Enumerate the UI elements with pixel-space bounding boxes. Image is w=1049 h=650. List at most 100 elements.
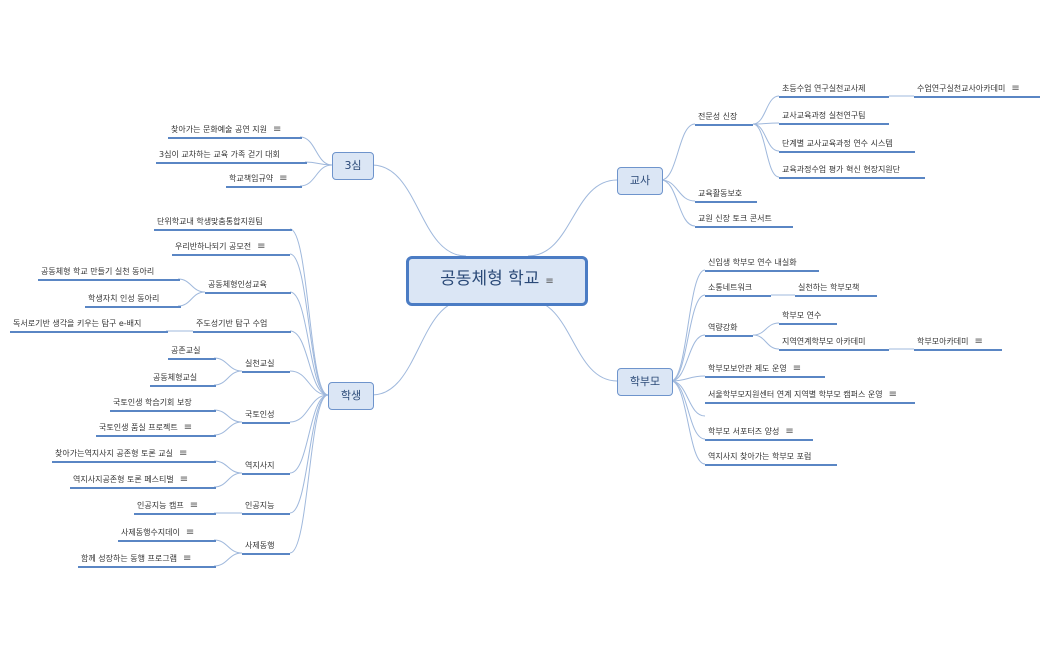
leaf-label: 국토인생 품실 프로젝트	[99, 423, 178, 432]
branch-3sim-label: 3심	[344, 159, 362, 172]
leaf-support-team-student[interactable]: 단위학교내 학생맞춤통합지원팀	[154, 216, 292, 231]
notes-icon[interactable]: ≡	[189, 500, 199, 511]
leaf-quality-project[interactable]: 국토인생 품실 프로젝트 ≡	[96, 422, 216, 437]
connector-line	[213, 552, 243, 567]
leaf-self-governance-club[interactable]: 학생자치 인성 동아리	[85, 293, 181, 308]
leaf-label: 교원 신장 토크 콘서트	[698, 214, 772, 223]
connector-line	[213, 539, 243, 554]
notes-icon[interactable]: ≡	[257, 241, 266, 252]
leaf-label: 학부모 서포터즈 양성	[708, 427, 780, 436]
leaf-coexistence-class[interactable]: 공존교실	[168, 345, 216, 360]
leaf-label: 사제동행	[245, 541, 275, 550]
connector-line	[752, 95, 780, 125]
leaf-debate-festival[interactable]: 역지사지공존형 토론 페스티벌≡	[70, 474, 216, 489]
leaf-parent-academy[interactable]: 학부모아카데미≡	[914, 336, 1002, 351]
leaf-mentor-day[interactable]: 사제동행수지데이≡	[118, 527, 216, 542]
leaf-label: 공동체형교실	[153, 373, 198, 382]
leaf-practice-book[interactable]: 실천하는 학부모책	[795, 282, 877, 297]
leaf-label: 학부모보안관 제도 운영	[708, 364, 787, 373]
leaf-research-team[interactable]: 교사교육과정 실천연구팀	[779, 110, 889, 125]
notes-icon[interactable]: ≡	[185, 527, 195, 538]
notes-icon[interactable]: ≡	[888, 389, 898, 400]
connector-line	[289, 394, 329, 474]
connector-line	[670, 380, 706, 440]
leaf-label: 지역연계학부모 아카데미	[782, 337, 866, 346]
node-practice-classroom[interactable]: 실천교실	[242, 358, 290, 373]
leaf-label: 전문성 신장	[698, 112, 738, 121]
notes-icon[interactable]: ≡	[545, 276, 554, 287]
leaf-learning-opportunity[interactable]: 국토인생 학습기회 보장	[110, 397, 216, 412]
branch-teacher[interactable]: 교사	[617, 167, 663, 195]
connector-center-3sim	[371, 164, 467, 257]
leaf-parent-training[interactable]: 학부모 연수	[779, 310, 837, 325]
connector-line	[752, 322, 780, 336]
leaf-school-covenant[interactable]: 학교책임규약 ≡	[226, 173, 302, 188]
leaf-culture-performance[interactable]: 찾아가는 문화예술 공연 지원≡	[168, 124, 302, 139]
leaf-label: 공존교실	[171, 346, 201, 355]
leaf-academy-teacher[interactable]: 수업연구실천교사아카데미≡	[914, 83, 1040, 98]
leaf-supporters[interactable]: 학부모 서포터즈 양성 ≡	[705, 426, 813, 441]
connector-line	[299, 136, 333, 166]
leaf-label: 학교책임규약	[229, 174, 274, 183]
central-topic-label: 공동체형 학교	[440, 269, 540, 289]
leaf-research-teacher[interactable]: 초등수업 연구실천교사제	[779, 83, 889, 98]
branch-parent[interactable]: 학부모	[617, 368, 673, 396]
central-topic[interactable]: 공동체형 학교 ≡	[406, 256, 588, 306]
branch-student[interactable]: 학생	[328, 382, 374, 410]
leaf-talk-concert[interactable]: 교원 신장 토크 콘서트	[695, 213, 793, 228]
connector-line	[213, 460, 243, 474]
connector-line	[213, 370, 243, 386]
node-empathy[interactable]: 역지사지	[242, 460, 290, 475]
notes-icon[interactable]: ≡	[279, 173, 288, 184]
connector-line	[752, 334, 780, 350]
leaf-ai-camp[interactable]: 인공지능 캠프≡	[134, 500, 216, 515]
leaf-seoul-center[interactable]: 서울학부모지원센터 연계 지역별 학부모 캠퍼스 운영≡	[705, 389, 915, 404]
leaf-family-walk[interactable]: 3심이 교차하는 교육 가족 걷기 대회	[156, 149, 307, 164]
node-inquiry-class[interactable]: 주도성기반 탐구 수업	[193, 318, 291, 333]
connector-line	[289, 394, 329, 514]
leaf-practice-club[interactable]: 공동체형 학교 만들기 실천 동아리	[38, 266, 180, 281]
notes-icon[interactable]: ≡	[179, 448, 188, 459]
leaf-parent-forum[interactable]: 역지사지 찾아가는 학부모 포럼	[705, 451, 837, 466]
leaf-label: 우리반하나되기 공모전	[175, 242, 252, 251]
leaf-support-team[interactable]: 교육과정수업 평가 혁신 현장지원단	[779, 164, 925, 179]
notes-icon[interactable]: ≡	[974, 336, 983, 347]
leaf-label: 실천하는 학부모책	[798, 283, 860, 292]
notes-icon[interactable]: ≡	[183, 422, 193, 433]
leaf-training-system[interactable]: 단계별 교사교육과정 연수 시스템	[779, 138, 915, 153]
node-network[interactable]: 소통네트워크	[705, 282, 771, 297]
leaf-e-badge[interactable]: 독서로기반 생각을 키우는 탐구 e-배지	[10, 318, 168, 333]
leaf-newcomer-training[interactable]: 신입생 학부모 연수 내실화	[705, 257, 819, 272]
notes-icon[interactable]: ≡	[1011, 83, 1020, 94]
notes-icon[interactable]: ≡	[179, 474, 189, 485]
notes-icon[interactable]: ≡	[792, 363, 802, 374]
branch-3sim[interactable]: 3심	[332, 152, 374, 180]
node-ai[interactable]: 인공지능	[242, 500, 290, 515]
node-character-education[interactable]: 공동체형인성교육	[205, 279, 291, 294]
leaf-label: 교육활동보호	[698, 189, 743, 198]
connector-center-parent	[527, 299, 618, 382]
notes-icon[interactable]: ≡	[785, 426, 794, 437]
leaf-label: 초등수업 연구실천교사제	[782, 84, 866, 93]
node-mentoring[interactable]: 사제동행	[242, 540, 290, 555]
leaf-community-class[interactable]: 공동체형교실	[150, 372, 216, 387]
leaf-label: 독서로기반 생각을 키우는 탐구 e-배지	[13, 319, 142, 328]
node-expertise[interactable]: 전문성 신장	[695, 111, 753, 126]
leaf-activity-protection[interactable]: 교육활동보호	[695, 188, 757, 203]
leaf-label: 단위학교내 학생맞춤통합지원팀	[157, 217, 263, 226]
leaf-class-contest[interactable]: 우리반하나되기 공모전 ≡	[172, 241, 290, 256]
leaf-label: 신입생 학부모 연수 내실화	[708, 258, 797, 267]
connector-line	[177, 291, 206, 307]
leaf-label: 국토인생 학습기회 보장	[113, 398, 192, 407]
node-national-character[interactable]: 국토인성	[242, 409, 290, 424]
leaf-sheriff-program[interactable]: 학부모보안관 제도 운영 ≡	[705, 363, 825, 378]
notes-icon[interactable]: ≡	[272, 124, 282, 135]
leaf-label: 교사교육과정 실천연구팀	[782, 111, 866, 120]
notes-icon[interactable]: ≡	[182, 553, 192, 564]
leaf-label: 역량강화	[708, 323, 738, 332]
leaf-growth-program[interactable]: 함께 성장하는 동행 프로그램≡	[78, 553, 216, 568]
leaf-regional-academy[interactable]: 지역연계학부모 아카데미	[779, 336, 889, 351]
leaf-debate-class[interactable]: 찾아가는역지사지 공존형 토론 교실≡	[52, 448, 216, 463]
node-capacity[interactable]: 역량강화	[705, 322, 753, 337]
connector-line	[213, 409, 243, 423]
